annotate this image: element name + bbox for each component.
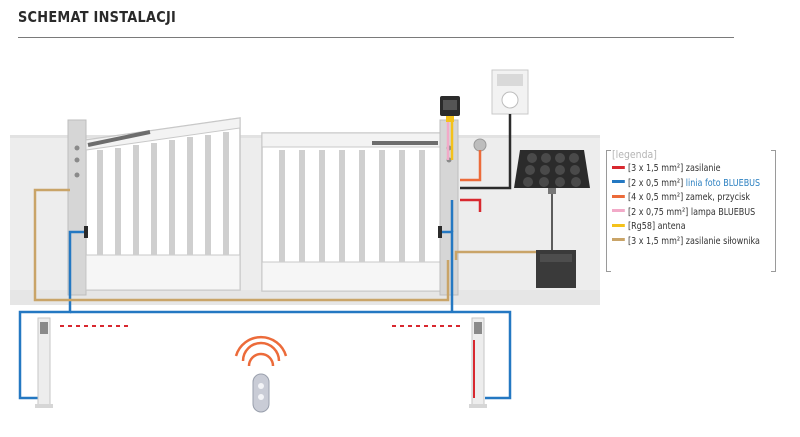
legend-item-prefix: [4 x 0,5 mm²]	[628, 192, 684, 203]
left-gate-leaf	[85, 117, 241, 291]
legend: [legenda] [3 x 1,5 mm²] zasilanie [2 x 0…	[606, 148, 776, 273]
legend-item: [2 x 0,75 mm²] lampa BLUEBUS	[612, 207, 760, 222]
legend-item-label: zamek, przycisk	[685, 192, 751, 203]
keypad-display	[497, 74, 523, 86]
key-selector	[473, 138, 487, 152]
left-pillar-bolt	[74, 157, 80, 163]
legend-bracket-right	[771, 150, 776, 272]
right-stop	[438, 226, 442, 238]
legend-swatch	[612, 194, 625, 198]
flashing-lamp-lens	[443, 100, 457, 110]
photocell-right	[469, 317, 487, 408]
legend-title: [legenda]	[612, 148, 657, 161]
legend-item-prefix: [2 x 0,75 mm²]	[628, 206, 689, 218]
legend-item-label: zasilanie siłownika	[685, 235, 760, 247]
left-gate-motor	[87, 130, 151, 147]
legend-swatch	[612, 180, 625, 183]
legend-item-label: linia foto BLUEBUS	[685, 177, 761, 189]
legend-swatch	[612, 223, 625, 227]
legend-item-prefix: [Rg58]	[628, 221, 656, 232]
legend-item: [4 x 0,5 mm²] zamek, przycisk	[612, 192, 760, 207]
keypad-dial	[501, 91, 519, 109]
legend-swatch	[612, 165, 625, 169]
ground-strip	[10, 290, 600, 305]
legend-item: [Rg58] antena	[612, 221, 760, 236]
remote-control-icon	[234, 335, 288, 413]
legend-swatch	[612, 209, 625, 212]
legend-swatch	[612, 238, 625, 241]
legend-bracket-left	[606, 150, 611, 272]
left-stop	[84, 226, 88, 238]
legend-item-label: zasilanie	[685, 163, 721, 174]
left-pillar-bolt	[74, 145, 80, 151]
legend-list: [3 x 1,5 mm²] zasilanie [2 x 0,5 mm²] li…	[612, 163, 797, 250]
control-box-top	[540, 254, 572, 262]
legend-item-prefix: [2 x 0,5 mm²]	[628, 177, 684, 189]
legend-item-prefix: [3 x 1,5 mm²]	[628, 235, 684, 247]
right-gate-leaf	[261, 132, 443, 292]
legend-item-label: lampa BLUEBUS	[690, 206, 756, 218]
legend-item-prefix: [3 x 1,5 mm²]	[628, 163, 684, 174]
solar-panel	[514, 150, 590, 194]
lamp-base	[446, 116, 454, 122]
photocell-left	[35, 317, 53, 408]
cable-runs	[18, 114, 553, 400]
page-title: SCHEMAT INSTALACJI	[18, 8, 177, 26]
legend-item: [3 x 1,5 mm²] zasilanie siłownika	[612, 236, 760, 251]
title-divider	[18, 37, 734, 38]
left-pillar-bolt	[74, 172, 80, 178]
legend-item: [3 x 1,5 mm²] zasilanie	[612, 163, 760, 178]
legend-item-label: antena	[657, 221, 686, 232]
legend-item: [2 x 0,5 mm²] linia foto BLUEBUS	[612, 178, 760, 193]
